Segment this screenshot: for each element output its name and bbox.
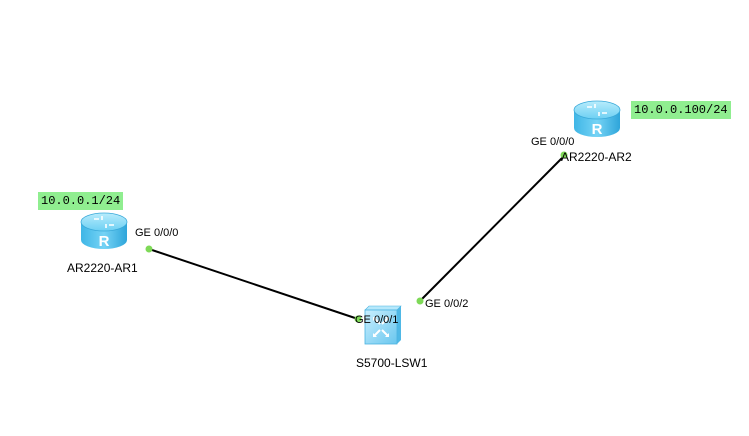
port-dot-ar2-ge000[interactable] [560,151,568,159]
port-label-lsw1-ge001: GE 0/0/1 [355,314,399,326]
svg-text:R: R [99,233,110,250]
ip-label-ar1[interactable]: 10.0.0.1/24 [38,192,124,210]
device-label-lsw1: S5700-LSW1 [356,356,428,370]
link-ar2-lsw1[interactable] [419,154,566,302]
port-dot-ar1-ge000[interactable] [145,245,153,253]
router-icon: R [80,212,128,250]
device-label-ar1: AR2220-AR1 [67,261,138,275]
switch-lsw1[interactable] [364,305,402,345]
port-dot-lsw1-ge001[interactable] [354,315,362,323]
switch-icon [364,305,402,345]
router-ar1[interactable]: R [80,212,128,250]
port-dot-lsw1-ge002[interactable] [416,297,424,305]
port-label-ar2-ge000: GE 0/0/0 [531,136,575,148]
link-ar1-lsw1[interactable] [148,248,359,320]
ip-label-ar2[interactable]: 10.0.0.100/24 [631,101,731,119]
device-label-ar2: AR2220-AR2 [561,150,632,164]
port-label-ar1-ge000: GE 0/0/0 [135,227,179,239]
router-ar2[interactable]: R [573,100,621,138]
port-label-lsw1-ge002: GE 0/0/2 [425,298,469,310]
router-icon: R [573,100,621,138]
svg-text:R: R [592,121,603,138]
